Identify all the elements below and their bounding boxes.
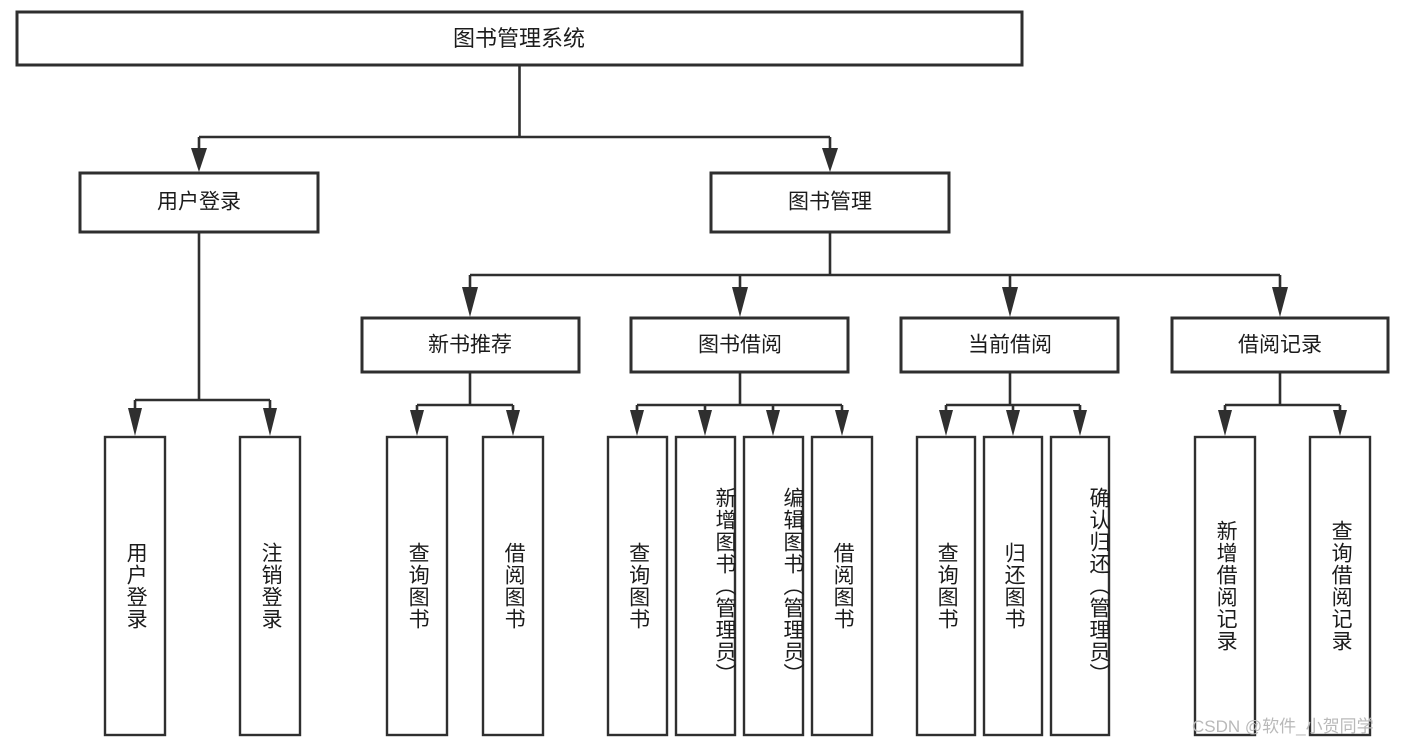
node-root-label: 图书管理系统 (453, 26, 585, 51)
node-book-management[interactable] (709, 171, 951, 234)
arrow-leaf-query-book-1 (410, 410, 424, 436)
node-borrow-record[interactable] (1170, 316, 1390, 374)
connector-group (128, 65, 1347, 436)
node-leaf-add-book[interactable] (674, 435, 737, 737)
node-leaf-query-book-1[interactable] (385, 435, 449, 737)
arrow-leaf-add-record (1218, 410, 1232, 436)
node-book-borrow-label: 图书借阅 (698, 334, 782, 357)
node-leaf-query-record[interactable] (1308, 435, 1372, 737)
node-leaf-user-login[interactable] (103, 435, 167, 737)
node-group: 图书管理系统 用户登录 图书管理 新书推荐 图书借阅 当前借阅 借阅记录 (15, 10, 1390, 737)
node-new-book-recommend[interactable] (360, 316, 581, 374)
arrow-leaf-query-book-3 (939, 410, 953, 436)
node-user-login[interactable] (78, 171, 320, 234)
arrow-user-login (191, 148, 207, 172)
arrow-borrow-record (1272, 287, 1288, 317)
arrow-leaf-add-book (698, 410, 712, 436)
node-current-borrow[interactable] (899, 316, 1120, 374)
arrow-leaf-confirm-return (1073, 410, 1087, 436)
arrow-leaf-borrow-book-2 (835, 410, 849, 436)
node-leaf-query-book-2[interactable] (606, 435, 669, 737)
arrow-leaf-query-book-2 (630, 410, 644, 436)
node-user-login-label: 用户登录 (157, 191, 241, 214)
node-leaf-confirm-return[interactable] (1049, 435, 1111, 737)
node-current-borrow-label: 当前借阅 (968, 334, 1052, 357)
arrow-leaf-logout (263, 408, 277, 436)
arrow-leaf-user-login (128, 408, 142, 436)
node-leaf-add-record[interactable] (1193, 435, 1257, 737)
arrow-leaf-return-book (1006, 410, 1020, 436)
node-root[interactable] (15, 10, 1024, 67)
node-new-book-recommend-label: 新书推荐 (428, 334, 512, 357)
node-leaf-edit-book[interactable] (742, 435, 805, 737)
arrow-current-borrow (1002, 287, 1018, 317)
arrow-book-management (822, 148, 838, 172)
node-leaf-query-book-3[interactable] (915, 435, 977, 737)
node-leaf-borrow-book-1[interactable] (481, 435, 545, 737)
arrow-book-borrow (732, 287, 748, 317)
arrow-new-book (462, 287, 478, 317)
arrow-leaf-query-record (1333, 410, 1347, 436)
node-leaf-logout[interactable] (238, 435, 302, 737)
arrow-leaf-edit-book (766, 410, 780, 436)
node-book-management-label: 图书管理 (788, 191, 872, 214)
arrow-leaf-borrow-book-1 (506, 410, 520, 436)
watermark: CSDN @软件_小贺同学 (1192, 717, 1374, 736)
node-leaf-borrow-book-2[interactable] (810, 435, 874, 737)
node-leaf-return-book[interactable] (982, 435, 1044, 737)
node-borrow-record-label: 借阅记录 (1238, 334, 1322, 357)
node-book-borrow[interactable] (629, 316, 850, 374)
